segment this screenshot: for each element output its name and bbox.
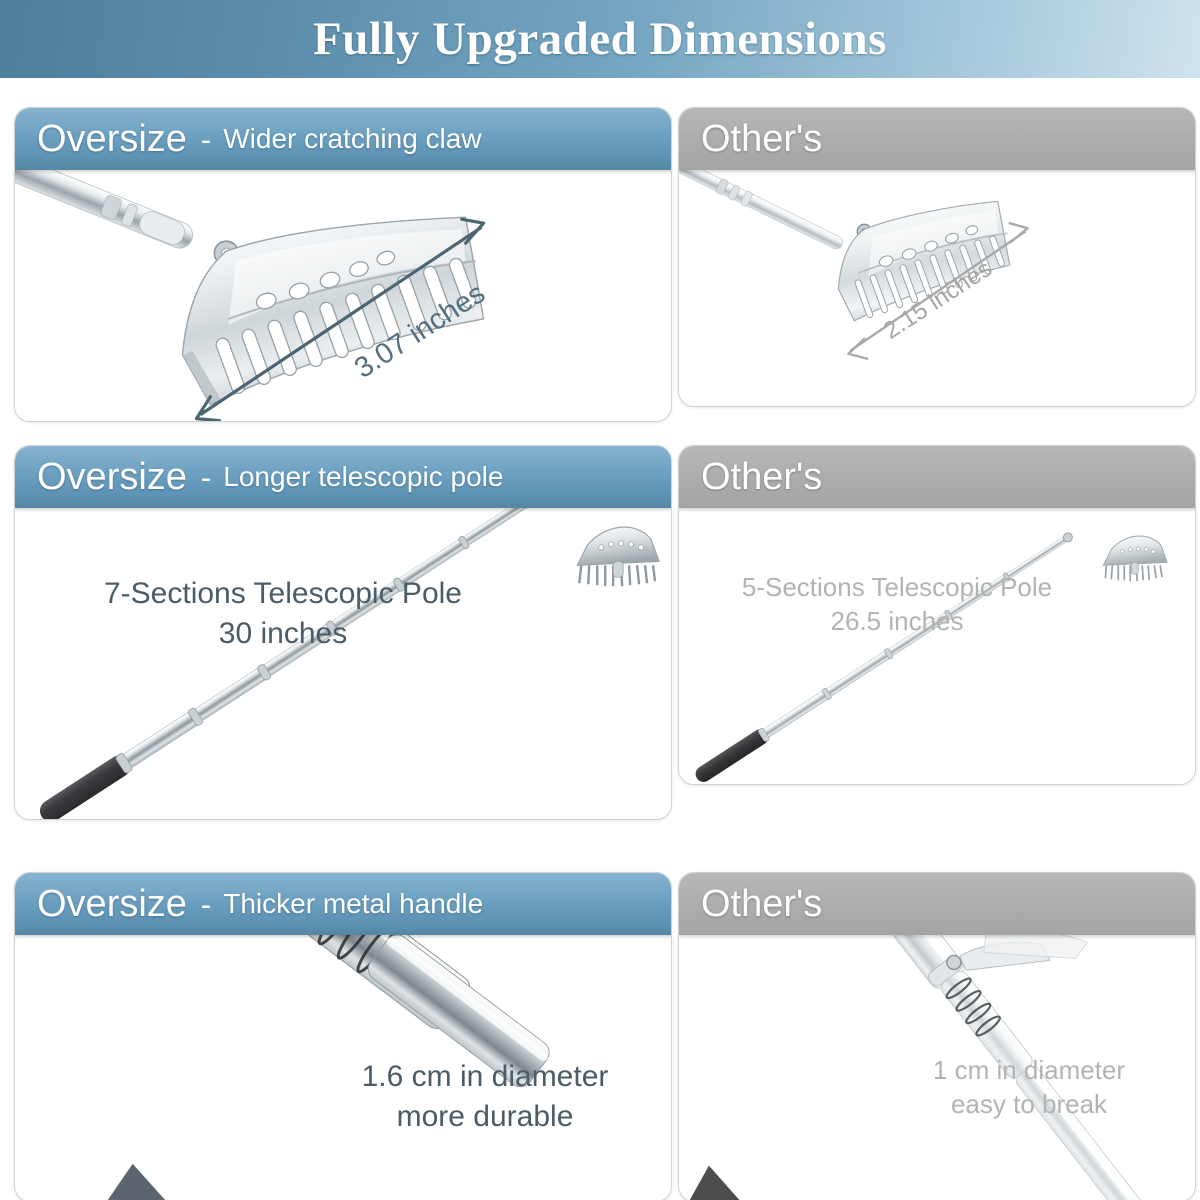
header-others-label: Other's xyxy=(701,456,823,498)
comparison-row-metal-handle: Oversize - Thicker metal handle xyxy=(0,862,1200,1200)
card-header-others-pole: Other's xyxy=(679,446,1195,508)
page-banner: Fully Upgraded Dimensions xyxy=(0,0,1200,78)
card-header-oversize-handle: Oversize - Thicker metal handle xyxy=(15,873,671,935)
card-header-others-handle: Other's xyxy=(679,873,1195,935)
header-feature-label: Longer telescopic pole xyxy=(223,461,504,492)
header-dash: - xyxy=(200,121,212,157)
header-feature-label: Wider cratching claw xyxy=(223,123,482,154)
comparison-row-telescopic-pole: Oversize - Longer telescopic pole xyxy=(0,437,1200,822)
header-others-label: Other's xyxy=(701,118,823,160)
card-header-oversize-pole: Oversize - Longer telescopic pole xyxy=(15,446,671,508)
card-ours-telescopic-pole: Oversize - Longer telescopic pole xyxy=(14,445,672,820)
card-body-others-handle: 1 cm in diameter easy to break xyxy=(679,935,1195,1200)
card-body-others-claw: 2.15 inches xyxy=(679,170,1195,406)
header-oversize-label: Oversize xyxy=(37,456,187,498)
header-oversize-label: Oversize xyxy=(37,118,187,160)
card-ours-scratching-claw: Oversize - Wider cratching claw xyxy=(14,107,672,422)
card-others-metal-handle: Other's xyxy=(678,872,1196,1200)
thick-metal-handle-icon xyxy=(107,935,550,1200)
card-header-others-claw: Other's xyxy=(679,108,1195,170)
card-others-telescopic-pole: Other's xyxy=(678,445,1196,785)
comparison-row-scratching-claw: Oversize - Wider cratching claw xyxy=(0,97,1200,427)
header-feature-label: Thicker metal handle xyxy=(223,888,484,919)
scratcher-claw-head-icon xyxy=(15,170,486,421)
header-dash: - xyxy=(200,459,212,495)
card-others-scratching-claw: Other's xyxy=(678,107,1196,407)
telescopic-pole-icon xyxy=(39,508,660,819)
card-body-others-pole: 5-Sections Telescopic Pole 26.5 inches xyxy=(679,508,1195,784)
telescopic-pole-small-icon xyxy=(695,532,1168,782)
page-title: Fully Upgraded Dimensions xyxy=(313,13,887,65)
card-header-oversize-claw: Oversize - Wider cratching claw xyxy=(15,108,671,170)
thin-metal-handle-icon xyxy=(689,935,1155,1200)
card-body-ours-handle: 1.6 cm in diameter more durable xyxy=(15,935,671,1200)
header-dash: - xyxy=(200,886,212,922)
scratcher-claw-head-small-icon xyxy=(679,170,1029,360)
card-body-ours-pole: 7-Sections Telescopic Pole 30 inches xyxy=(15,508,671,819)
card-ours-metal-handle: Oversize - Thicker metal handle xyxy=(14,872,672,1200)
card-body-ours-claw: 3.07 inches xyxy=(15,170,671,421)
dimension-arrow xyxy=(847,222,1029,360)
dimension-arrow xyxy=(194,217,486,421)
header-others-label: Other's xyxy=(701,883,823,925)
header-oversize-label: Oversize xyxy=(37,883,187,925)
